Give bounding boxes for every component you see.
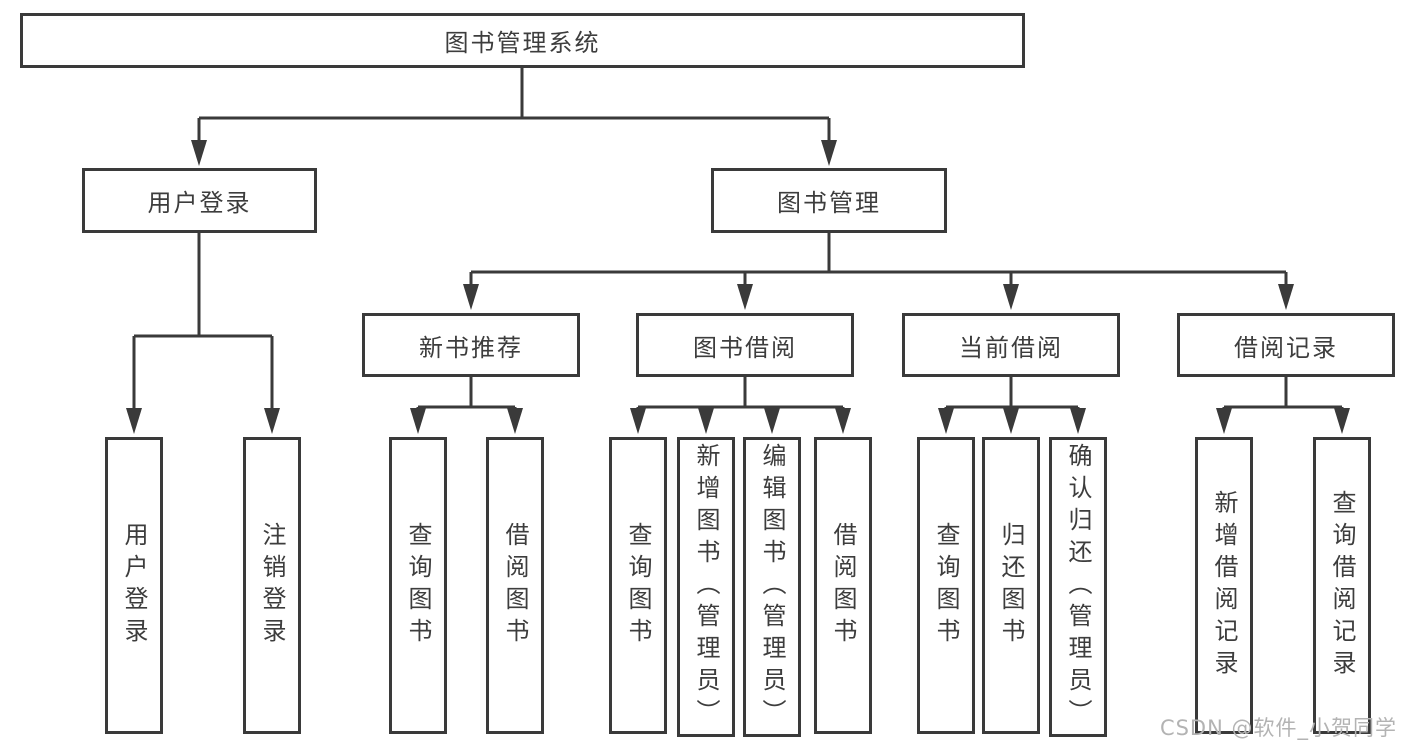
leaf-user-login: 用户登录 bbox=[105, 437, 163, 734]
node-new-book-recommend-label: 新书推荐 bbox=[419, 333, 523, 362]
node-root-label: 图书管理系统 bbox=[444, 29, 601, 57]
arrow-down-icon bbox=[821, 140, 837, 166]
arrow-down-icon bbox=[1216, 408, 1232, 434]
node-root: 图书管理系统 bbox=[20, 13, 1025, 68]
leaf-borrow-add-book-admin-label: 新增图书（管理员） bbox=[692, 443, 720, 731]
arrow-down-icon bbox=[1003, 284, 1019, 310]
leaf-logout: 注销登录 bbox=[243, 437, 301, 734]
arrow-down-icon bbox=[630, 408, 646, 434]
arrow-down-icon bbox=[938, 408, 954, 434]
arrow-down-icon bbox=[698, 408, 714, 434]
leaf-current-confirm-return-admin: 确认归还（管理员） bbox=[1049, 437, 1107, 737]
node-user-login: 用户登录 bbox=[82, 168, 317, 233]
arrow-down-icon bbox=[463, 284, 479, 310]
arrow-down-icon bbox=[737, 284, 753, 310]
leaf-logout-label: 注销登录 bbox=[258, 521, 286, 650]
leaf-borrow-query-book-label: 查询图书 bbox=[624, 521, 652, 650]
leaf-recommend-query-book: 查询图书 bbox=[389, 437, 447, 734]
leaf-recommend-borrow-book-label: 借阅图书 bbox=[501, 521, 529, 650]
leaf-recommend-query-book-label: 查询图书 bbox=[404, 521, 432, 650]
leaf-current-return-book: 归还图书 bbox=[982, 437, 1040, 734]
arrow-down-icon bbox=[1003, 408, 1019, 434]
connector-login-to-leaves bbox=[132, 233, 274, 410]
arrow-down-icon bbox=[1278, 284, 1294, 310]
arrow-down-icon bbox=[835, 408, 851, 434]
leaf-borrow-edit-book-admin: 编辑图书（管理员） bbox=[743, 437, 801, 737]
connector-management-to-level3 bbox=[469, 233, 1288, 286]
arrow-down-icon bbox=[1334, 408, 1350, 434]
node-borrow-records-label: 借阅记录 bbox=[1234, 333, 1338, 362]
leaf-records-query-record-label: 查询借阅记录 bbox=[1328, 489, 1356, 682]
connector-recommend-to-leaves bbox=[416, 377, 517, 410]
arrow-down-icon bbox=[507, 408, 523, 434]
leaf-borrow-edit-book-admin-label: 编辑图书（管理员） bbox=[758, 443, 786, 731]
node-new-book-recommend: 新书推荐 bbox=[362, 313, 580, 377]
arrow-down-icon bbox=[126, 408, 142, 434]
node-book-management-label: 图书管理 bbox=[777, 189, 881, 217]
watermark: CSDN @软件_小贺同学 bbox=[1159, 716, 1397, 740]
connector-records-to-leaves bbox=[1222, 377, 1344, 410]
leaf-borrow-add-book-admin: 新增图书（管理员） bbox=[677, 437, 735, 737]
leaf-borrow-borrow-book: 借阅图书 bbox=[814, 437, 872, 734]
connector-borrow-to-leaves bbox=[636, 377, 845, 410]
arrow-down-icon bbox=[410, 408, 426, 434]
node-book-borrow-label: 图书借阅 bbox=[693, 333, 797, 362]
node-user-login-label: 用户登录 bbox=[147, 189, 252, 217]
leaf-current-return-book-label: 归还图书 bbox=[997, 521, 1025, 650]
node-book-borrow: 图书借阅 bbox=[636, 313, 854, 377]
leaf-current-query-book: 查询图书 bbox=[917, 437, 975, 734]
arrow-down-icon bbox=[191, 140, 207, 166]
arrow-down-icon bbox=[264, 408, 280, 434]
arrow-down-icon bbox=[1070, 408, 1086, 434]
arrowheads bbox=[126, 140, 1350, 434]
leaf-current-query-book-label: 查询图书 bbox=[932, 521, 960, 650]
leaf-records-add-record-label: 新增借阅记录 bbox=[1210, 489, 1238, 682]
leaf-recommend-borrow-book: 借阅图书 bbox=[486, 437, 544, 734]
node-book-management: 图书管理 bbox=[711, 168, 947, 233]
node-current-borrow-label: 当前借阅 bbox=[959, 333, 1063, 362]
connector-root-to-level2 bbox=[197, 68, 831, 142]
node-borrow-records: 借阅记录 bbox=[1177, 313, 1395, 377]
leaf-borrow-borrow-book-label: 借阅图书 bbox=[829, 521, 857, 650]
leaf-user-login-label: 用户登录 bbox=[120, 521, 148, 650]
leaf-records-query-record: 查询借阅记录 bbox=[1313, 437, 1371, 734]
leaf-current-confirm-return-admin-label: 确认归还（管理员） bbox=[1064, 443, 1092, 731]
leaf-records-add-record: 新增借阅记录 bbox=[1195, 437, 1253, 734]
connector-current-to-leaves bbox=[944, 377, 1080, 410]
node-current-borrow: 当前借阅 bbox=[902, 313, 1120, 377]
arrow-down-icon bbox=[764, 408, 780, 434]
leaf-borrow-query-book: 查询图书 bbox=[609, 437, 667, 734]
